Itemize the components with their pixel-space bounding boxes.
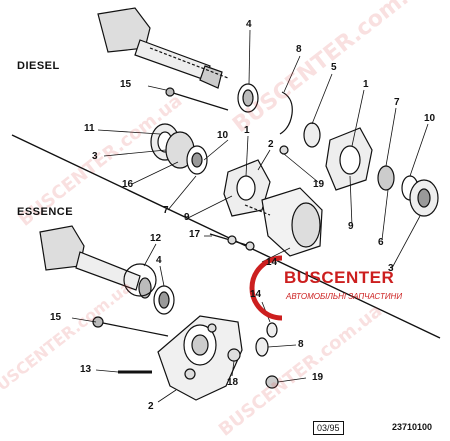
- diesel-driveshaft: [97, 7, 229, 89]
- part-label: 2: [268, 139, 274, 150]
- date-code: 03/95: [313, 421, 344, 435]
- part-label: 2: [148, 401, 154, 412]
- part-label: 11: [84, 123, 95, 134]
- part-label: 4: [156, 255, 162, 266]
- section-divider: [11, 134, 441, 339]
- essence-bearing-4: [153, 285, 175, 315]
- part-label: 13: [80, 364, 92, 375]
- part-label: 17: [189, 229, 201, 240]
- part-label: 16: [122, 179, 134, 190]
- part-label: 10: [424, 113, 436, 124]
- diesel-coupling: [244, 187, 323, 257]
- brand-logo-arc: [249, 255, 283, 321]
- part-label: 19: [312, 372, 324, 383]
- part-label: 9: [184, 212, 190, 223]
- diesel-circlip-8: [279, 91, 293, 135]
- essence-bolt-15: [97, 321, 169, 337]
- diesel-bearing-7: [377, 165, 395, 191]
- part-label: 12: [150, 233, 162, 244]
- part-label: 10: [217, 130, 229, 141]
- part-label: 1: [363, 79, 369, 90]
- part-label: 7: [394, 97, 400, 108]
- part-label: 9: [348, 221, 354, 232]
- essence-bushing-14: [266, 322, 278, 338]
- part-label: 1: [244, 125, 250, 136]
- part-label: 15: [120, 79, 132, 90]
- brand-name: BUSCENTER: [284, 268, 395, 287]
- part-label: 15: [50, 312, 62, 323]
- part-label: 7: [163, 205, 169, 216]
- part-label: 6: [378, 237, 384, 248]
- part-label: 14: [250, 289, 262, 300]
- essence-driveshaft: [39, 225, 152, 299]
- diesel-bearing-carrier: [223, 145, 289, 217]
- part-label: 14: [266, 257, 278, 268]
- part-label: 8: [298, 339, 304, 350]
- part-label: 5: [331, 62, 337, 73]
- section-title-diesel: DIESEL: [17, 60, 60, 72]
- diesel-bearing-4: [237, 83, 259, 113]
- section-title-essence: ESSENCE: [17, 206, 74, 218]
- diesel-ring-5: [303, 122, 321, 148]
- brand-tagline: АВТОМОБІЛЬНІ ЗАПЧАСТИНИ: [286, 292, 403, 301]
- essence-washer-18: [227, 348, 241, 362]
- part-label: 8: [296, 44, 302, 55]
- diesel-left-assembly: [150, 123, 208, 175]
- reference-number: 23710100: [392, 422, 433, 432]
- part-label: 4: [246, 19, 252, 30]
- diesel-bolt-15: [169, 91, 229, 111]
- essence-circlip-12: [123, 263, 157, 297]
- part-label: 3: [92, 151, 98, 162]
- part-label: 19: [313, 179, 325, 190]
- leader-lines: [71, 29, 429, 403]
- part-label: 18: [227, 377, 239, 388]
- part-label: 3: [388, 263, 394, 274]
- essence-seal-8: [255, 337, 269, 357]
